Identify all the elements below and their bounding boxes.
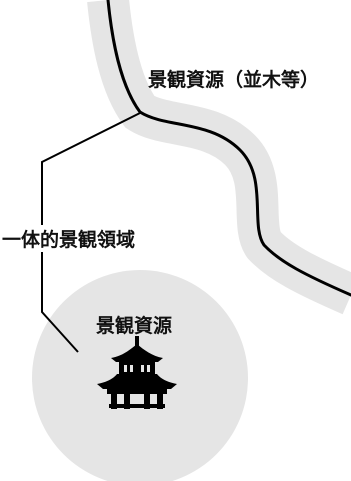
integrated-area-label: 一体的景観領域 [2,228,135,251]
pagoda-icon [97,336,177,409]
street-trees-band [87,0,351,315]
street-trees-label: 景観資源（並木等） [148,68,319,91]
street-trees-centerline [106,0,351,297]
connector-line-upper [41,112,141,225]
connector-line-lower [41,252,79,353]
landscape-resource-label: 景観資源 [96,314,172,337]
